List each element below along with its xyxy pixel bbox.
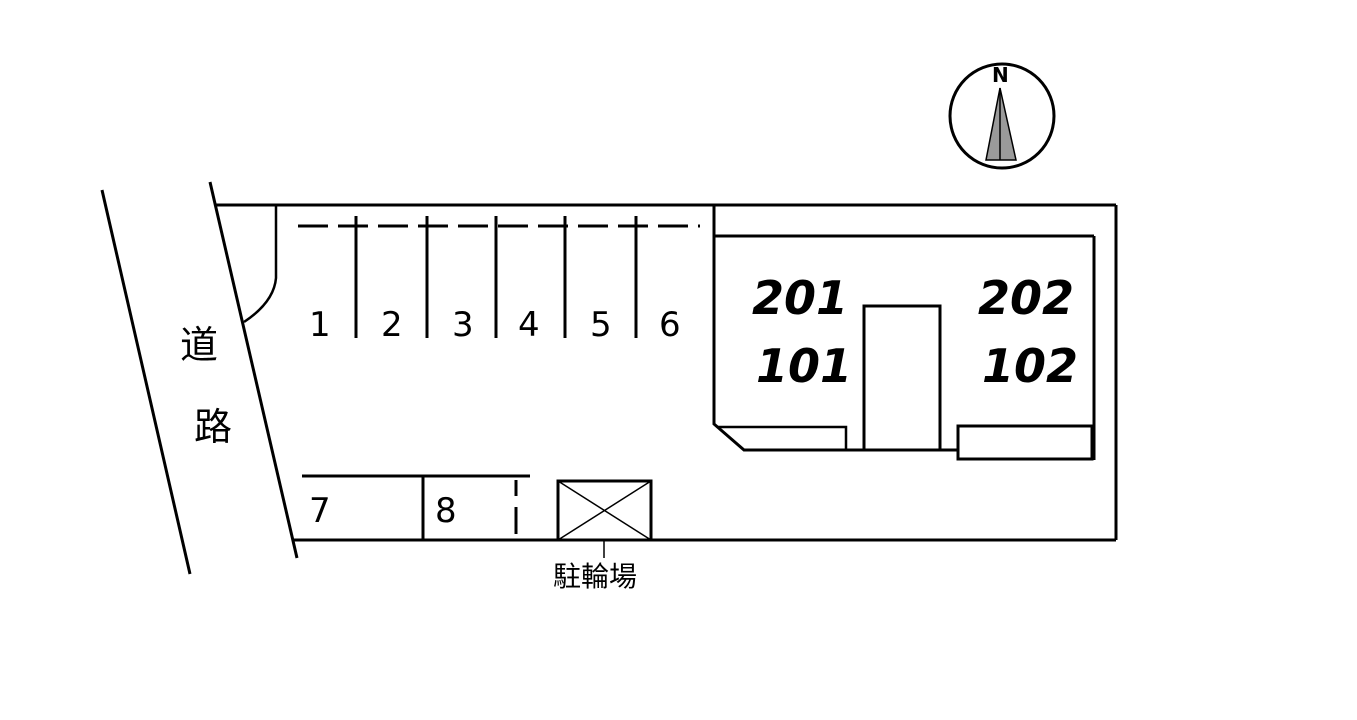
bicycle-parking-label: 駐輪場 [553,560,637,593]
north-arrow: N [948,62,1056,170]
compass-north-letter: N [992,63,1009,87]
parking-space-6: 6 [659,305,681,345]
building: 201 202 101 102 [712,205,1096,461]
lot-boundary [216,203,1118,542]
bicycle-parking-cross [557,480,652,541]
road-edge-outer [100,189,192,575]
parking-space-4: 4 [518,305,540,345]
parking-space-1: 1 [309,305,331,345]
unit-202-label: 202 [978,271,1074,325]
north-arrow-icon [985,87,1017,161]
unit-101-label: 101 [756,339,852,393]
road-label-char-2: 路 [194,405,232,449]
road-label-char-1: 道 [180,323,218,367]
bicycle-parking: 駐輪場 [553,479,653,593]
parking-space-8: 8 [435,491,457,531]
unit-102-porch [956,424,1094,461]
stairwell [862,304,942,452]
parking-space-2: 2 [381,305,403,345]
unit-201-label: 201 [752,271,848,325]
parking-space-7: 7 [309,491,331,531]
road-edge-inner [208,181,299,559]
parking-lower: 7 8 [302,474,530,540]
parking-upper: 1 2 3 4 5 6 [298,216,700,345]
unit-102-label: 102 [982,339,1078,393]
parking-space-5: 5 [590,305,612,345]
road: 道 路 [100,181,299,575]
entrance-curb [243,205,278,324]
unit-101-porch [718,425,848,450]
building-wall-left [712,205,958,452]
parking-space-3: 3 [452,305,474,345]
